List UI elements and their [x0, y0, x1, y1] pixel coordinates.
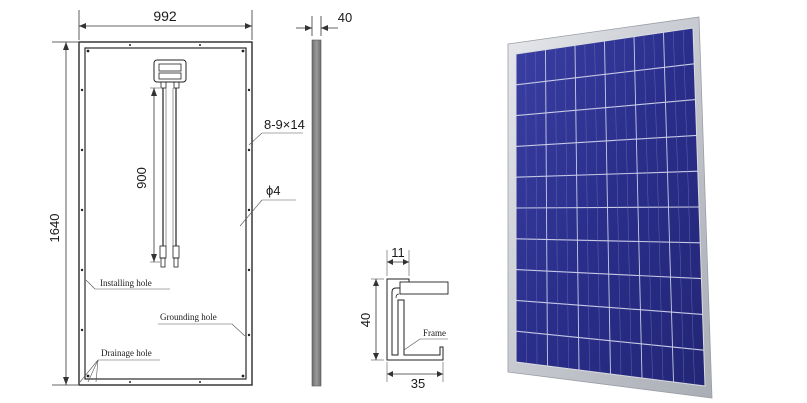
- width-dimension: 992: [153, 8, 177, 24]
- cell-busbar: [682, 29, 695, 385]
- cell-busbar: [614, 39, 622, 376]
- cell-row-divider: [515, 170, 698, 178]
- cell-busbar: [584, 43, 590, 372]
- cell-busbar: [594, 42, 601, 373]
- cell-busbar: [673, 30, 685, 384]
- drainage-hole-label: Drainage hole: [101, 348, 152, 358]
- cell-row-divider: [515, 269, 702, 280]
- installing-hole-label: Installing hole: [100, 278, 152, 288]
- panel-photo: [507, 16, 713, 399]
- frame-width-dimension: 35: [411, 376, 425, 391]
- back-view: 992 1640: [47, 8, 305, 386]
- cell-busbar: [643, 35, 653, 380]
- hole-diameter-dimension: ϕ4: [266, 183, 281, 198]
- cell-busbar: [535, 51, 538, 365]
- cables: [159, 88, 180, 268]
- cell-row-divider: [515, 330, 704, 351]
- cell-busbar: [623, 38, 632, 377]
- cell-busbar: [555, 48, 559, 368]
- frame-holes: [80, 44, 251, 383]
- side-view: 40: [296, 10, 352, 387]
- thickness-dimension: 40: [338, 10, 352, 25]
- frame-label: Frame: [423, 328, 446, 338]
- frame-section: 11 40 35 Frame: [358, 245, 449, 391]
- slot-dimension: 8-9×14: [264, 117, 305, 132]
- cell-busbar: [525, 52, 527, 364]
- cable-length-dimension: 900: [134, 167, 149, 189]
- frame-top-dimension: 11: [391, 245, 405, 260]
- cell-row-divider: [515, 99, 696, 117]
- cell-row-divider: [515, 238, 701, 244]
- junction-box: [153, 59, 187, 89]
- cell-row-divider: [515, 63, 695, 86]
- cell-grid: [515, 29, 704, 385]
- cell-busbar: [653, 33, 664, 381]
- cell-busbar: [564, 46, 569, 369]
- cell-row-divider: [515, 206, 700, 209]
- frame-height-dimension: 40: [358, 313, 373, 327]
- height-dimension: 1640: [47, 214, 62, 243]
- grounding-hole-label: Grounding hole: [160, 312, 217, 322]
- cell-row-divider: [515, 299, 703, 315]
- cell-row-divider: [515, 134, 697, 147]
